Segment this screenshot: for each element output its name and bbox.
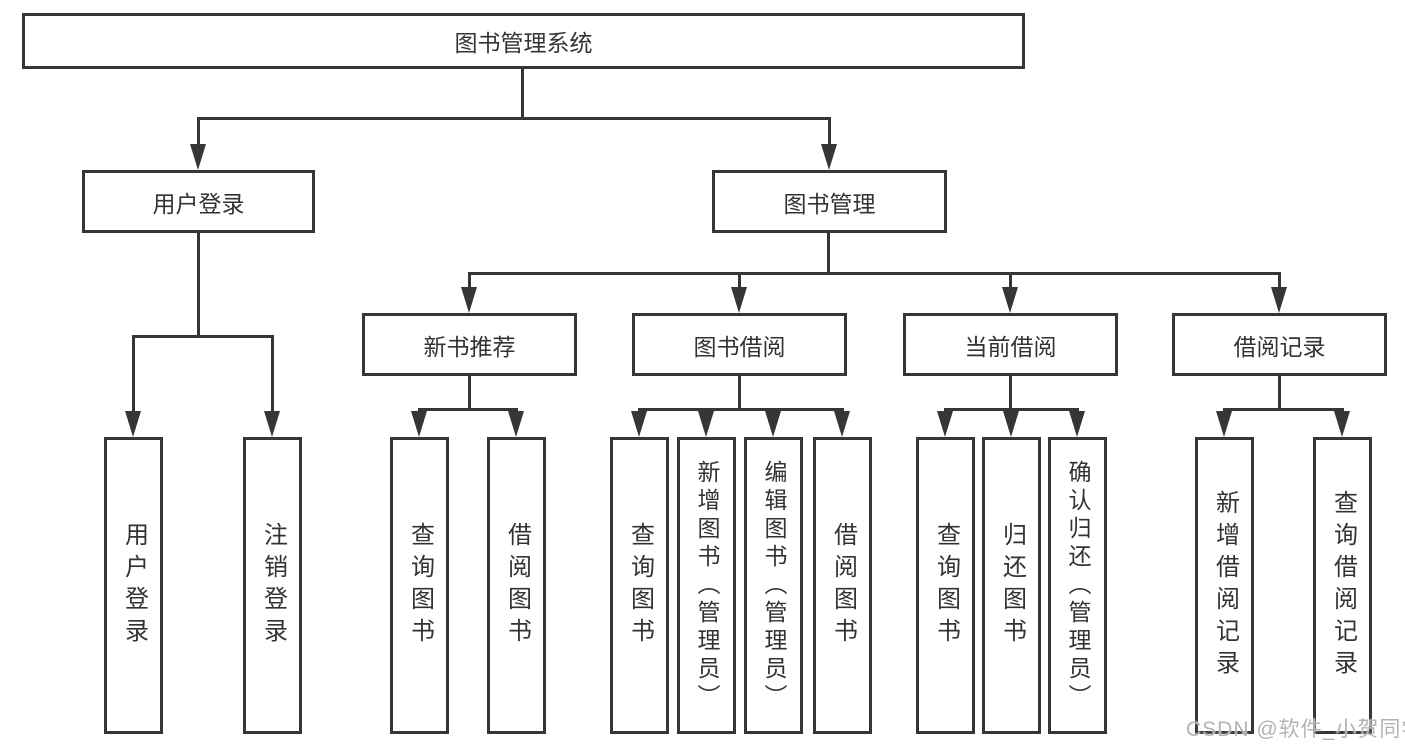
arrow-to-leaf-user-login — [125, 335, 141, 437]
arrow-to-leaf-logout — [264, 335, 280, 437]
connector-level2-bar — [197, 117, 830, 120]
connector-current-stub — [1009, 374, 1012, 411]
arrowhead-icon — [821, 144, 837, 170]
leaf-label: 查询图书 — [406, 521, 434, 650]
leaf-query-borrow-record: 查询借阅记录 — [1313, 437, 1372, 734]
connector-recommend-bar — [418, 408, 518, 411]
arrowhead-icon — [411, 411, 427, 437]
leaf-label: 借阅图书 — [503, 521, 531, 650]
node-borrowing-records: 借阅记录 — [1172, 313, 1387, 376]
leaf-borrow-books-recommend: 借阅图书 — [487, 437, 546, 734]
leaf-label: 查询图书 — [626, 521, 654, 650]
arrow-to-leaf-query-books-recommend — [411, 408, 427, 437]
connector-user-stub — [197, 231, 200, 335]
arrowhead-icon — [731, 287, 747, 313]
arrowhead-icon — [631, 411, 647, 437]
leaf-label: 编辑图书（管理员） — [761, 459, 787, 712]
arrowhead-icon — [1334, 411, 1350, 437]
arrow-to-user-login — [190, 117, 206, 170]
leaf-label: 归还图书 — [998, 521, 1026, 650]
arrow-to-current-borrowing — [1002, 272, 1018, 313]
connector-borrow-stub — [738, 374, 741, 411]
connector-root-stub — [521, 67, 524, 117]
arrowhead-icon — [1069, 411, 1085, 437]
arrowhead-icon — [765, 411, 781, 437]
connector-level3-bar — [468, 272, 1281, 275]
node-book-borrowing: 图书借阅 — [632, 313, 847, 376]
node-book-management: 图书管理 — [712, 170, 947, 233]
leaf-edit-books-admin: 编辑图书（管理员） — [744, 437, 803, 734]
arrowhead-icon — [508, 411, 524, 437]
arrowhead-icon — [1216, 411, 1232, 437]
leaf-label: 确认归还（管理员） — [1065, 459, 1091, 712]
arrowhead-icon — [1002, 287, 1018, 313]
leaf-label: 查询图书 — [932, 521, 960, 650]
arrow-to-leaf-add-books-admin — [698, 408, 714, 437]
arrow-to-leaf-query-books-current — [937, 408, 953, 437]
leaf-borrow-books: 借阅图书 — [813, 437, 872, 734]
node-current-borrowing: 当前借阅 — [903, 313, 1118, 376]
leaf-label: 新增图书（管理员） — [694, 459, 720, 712]
node-library-management-system: 图书管理系统 — [22, 13, 1025, 69]
arrow-to-leaf-borrow-books-recommend — [508, 408, 524, 437]
leaf-query-books-recommend: 查询图书 — [390, 437, 449, 734]
arrow-to-leaf-return-books — [1003, 408, 1019, 437]
arrow-to-borrowing-records — [1271, 272, 1287, 313]
leaf-label: 查询借阅记录 — [1329, 489, 1357, 682]
leaf-query-books-borrow: 查询图书 — [610, 437, 669, 734]
arrowhead-icon — [461, 287, 477, 313]
arrowhead-icon — [1271, 287, 1287, 313]
connector-user-bar — [132, 335, 274, 338]
connector-records-stub — [1278, 374, 1281, 411]
leaf-query-books-current: 查询图书 — [916, 437, 975, 734]
arrow-to-leaf-add-borrow-record — [1216, 408, 1232, 437]
arrowhead-icon — [698, 411, 714, 437]
connector-recommend-stub — [468, 374, 471, 411]
arrow-to-book-borrowing — [731, 272, 747, 313]
arrowhead-icon — [1003, 411, 1019, 437]
leaf-label: 借阅图书 — [829, 521, 857, 650]
connector-manage-stub — [827, 231, 830, 275]
arrowhead-icon — [125, 411, 141, 437]
arrow-to-leaf-confirm-return-admin — [1069, 408, 1085, 437]
leaf-label: 注销登录 — [259, 521, 287, 650]
arrow-to-leaf-borrow-books — [834, 408, 850, 437]
arrow-to-leaf-query-books-borrow — [631, 408, 647, 437]
connector-borrow-bar — [638, 408, 844, 411]
arrowhead-icon — [834, 411, 850, 437]
arrow-to-book-management — [821, 117, 837, 170]
arrow-to-leaf-query-borrow-record — [1334, 408, 1350, 437]
leaf-add-borrow-record: 新增借阅记录 — [1195, 437, 1254, 734]
arrow-to-leaf-edit-books-admin — [765, 408, 781, 437]
arrow-to-new-book-recommendation — [461, 272, 477, 313]
node-user-login: 用户登录 — [82, 170, 315, 233]
arrowhead-icon — [264, 411, 280, 437]
leaf-confirm-return-admin: 确认归还（管理员） — [1048, 437, 1107, 734]
leaf-user-login: 用户登录 — [104, 437, 163, 734]
leaf-logout: 注销登录 — [243, 437, 302, 734]
node-new-book-recommendation: 新书推荐 — [362, 313, 577, 376]
connector-records-bar — [1223, 408, 1344, 411]
arrowhead-icon — [937, 411, 953, 437]
leaf-label: 用户登录 — [120, 521, 148, 650]
leaf-return-books: 归还图书 — [982, 437, 1041, 734]
arrowhead-icon — [190, 144, 206, 170]
leaf-label: 新增借阅记录 — [1211, 489, 1239, 682]
csdn-watermark: CSDN @软件_小贺同学 — [1186, 718, 1405, 741]
leaf-add-books-admin: 新增图书（管理员） — [677, 437, 736, 734]
